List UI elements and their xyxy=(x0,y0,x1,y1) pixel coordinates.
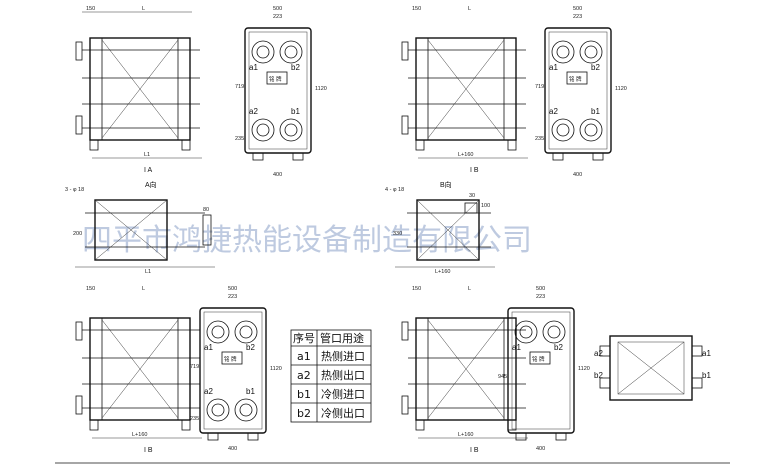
view-b-label: B向 xyxy=(440,180,452,189)
fig2-front-view: 500 223 719 1120 235 400 铭 牌 a1 a2 b1 b2 xyxy=(535,6,627,178)
fig2-side-view: 150 L L+160 I B xyxy=(401,6,528,174)
legend-row-b1-id: b1 xyxy=(297,388,311,401)
fig1-right-h: 1120 xyxy=(315,86,327,92)
fig3-port-b1: b1 xyxy=(246,387,255,396)
fig4-port-b2: b2 xyxy=(554,343,563,352)
legend-row-b2-use: 冷侧出口 xyxy=(321,406,365,420)
fig3-total-dim: L+160 xyxy=(132,432,147,438)
fig2-bottom-h: 235 xyxy=(535,136,544,142)
fig1-side-view: 150 L L1 I A xyxy=(75,6,202,174)
fig4-port-a1: a1 xyxy=(512,343,521,352)
fig1-port-a1: a1 xyxy=(249,63,258,72)
view-b-right-w: 30 xyxy=(469,193,475,199)
legend-row-a2-id: a2 xyxy=(297,369,311,382)
fig4-total-dim: L+160 xyxy=(458,432,473,438)
fig3-front-view: 500 223 719 1120 235 400 铭 牌 a1 a2 b1 b2 xyxy=(190,286,282,452)
fig3-port-a1: a1 xyxy=(204,343,213,352)
legend-header-id: 序号 xyxy=(293,331,315,345)
fig1-bottom-h: 235 xyxy=(235,136,244,142)
view-a-right-w: 80 xyxy=(203,207,209,213)
fig1-port-b1: b1 xyxy=(291,107,300,116)
fig4-left-dim: 150 xyxy=(412,286,421,292)
fig3-side-view: 150 L L+160 I B xyxy=(75,286,202,454)
fig4-caption: I B xyxy=(470,447,479,454)
fig4-bottom-w: 400 xyxy=(536,446,545,452)
fig4-left-h: 945 xyxy=(498,374,507,380)
legend-row-b1-use: 冷侧进口 xyxy=(321,388,365,401)
fig3-port-a2: a2 xyxy=(204,387,213,396)
fig4-right-h: 1120 xyxy=(578,366,590,372)
fig1-top-total: 500 xyxy=(273,6,282,12)
fig1-front-view: 500 223 719 1120 235 400 铭 牌 a1 a2 b1 b2 xyxy=(235,6,327,178)
fig2-port-b2: b2 xyxy=(591,63,600,72)
fig2-left-h: 719 xyxy=(535,84,544,90)
fig1-left-dim: 150 xyxy=(86,6,95,12)
fig4-top-total: 500 xyxy=(536,286,545,292)
fig3-bottom-w: 400 xyxy=(228,446,237,452)
end-view: a2 b2 a1 b1 xyxy=(594,335,711,401)
fig3-right-h: 1120 xyxy=(270,366,282,372)
fig2-top-total: 500 xyxy=(573,6,582,12)
fig4-width-dim: L xyxy=(468,286,471,292)
end-view-port-b2: b2 xyxy=(594,371,603,380)
fig2-total-dim: L+160 xyxy=(458,152,473,158)
fig1-port-b2: b2 xyxy=(291,63,300,72)
view-b-holes: 4 - φ 18 xyxy=(385,187,404,193)
fig2-width-dim: L xyxy=(468,6,471,12)
fig3-nameplate: 铭 牌 xyxy=(224,355,237,363)
view-a-left-h: 200 xyxy=(73,231,82,237)
fig4-nameplate: 铭 牌 xyxy=(532,355,545,363)
legend-row-a1-use: 热侧进口 xyxy=(321,350,365,363)
fig4-top-inner: 223 xyxy=(536,294,545,300)
watermark-text: 四平市鸿捷热能设备制造有限公司 xyxy=(82,223,532,258)
legend-row-a1-id: a1 xyxy=(297,350,311,363)
legend-table: 序号 管口用途 a1 热侧进口 a2 热侧出口 b1 冷侧进口 b2 冷侧出口 xyxy=(290,329,372,423)
fig1-bottom-w: 400 xyxy=(273,172,282,178)
fig3-left-h: 719 xyxy=(190,364,199,370)
fig3-left-dim: 150 xyxy=(86,286,95,292)
fig3-top-inner: 223 xyxy=(228,294,237,300)
fig2-top-inner: 223 xyxy=(573,14,582,20)
fig2-caption: I B xyxy=(470,167,479,174)
view-b-plan: B向 4 - φ 18 30 100 330 L+160 xyxy=(385,180,495,275)
fig2-nameplate: 铭 牌 xyxy=(569,75,582,83)
fig4-front-view: 500 223 945 1120 400 铭 牌 a1 b2 xyxy=(498,286,590,452)
end-view-port-b1: b1 xyxy=(702,371,711,380)
fig3-caption: I B xyxy=(144,447,153,454)
fig2-port-b1: b1 xyxy=(591,107,600,116)
fig3-width-dim: L xyxy=(142,286,145,292)
view-b-total: L+160 xyxy=(435,269,450,275)
fig3-port-b2: b2 xyxy=(246,343,255,352)
fig1-port-a2: a2 xyxy=(249,107,258,116)
fig2-port-a1: a1 xyxy=(549,63,558,72)
fig3-bottom-h: 235 xyxy=(190,416,199,422)
fig1-caption: I A xyxy=(144,167,153,174)
fig2-left-dim: 150 xyxy=(412,6,421,12)
view-b-left-h: 330 xyxy=(393,231,402,237)
fig4-side-view: 150 L L+160 I B xyxy=(401,286,528,454)
legend-row-b2-id: b2 xyxy=(297,407,311,420)
fig2-right-h: 1120 xyxy=(615,86,627,92)
view-a-plan: A向 3 - φ 18 80 200 L1 xyxy=(65,180,215,275)
fig2-bottom-w: 400 xyxy=(573,172,582,178)
fig1-nameplate: 铭 牌 xyxy=(269,75,282,83)
end-view-port-a1: a1 xyxy=(702,349,711,358)
legend-header-use: 管口用途 xyxy=(320,331,364,345)
fig1-total-dim: L1 xyxy=(144,152,150,158)
view-a-total: L1 xyxy=(145,269,151,275)
fig1-top-inner: 223 xyxy=(273,14,282,20)
view-b-right-h: 100 xyxy=(481,203,490,209)
fig2-port-a2: a2 xyxy=(549,107,558,116)
fig1-width-dim: L xyxy=(142,6,145,12)
end-view-port-a2: a2 xyxy=(594,349,603,358)
fig1-left-h: 719 xyxy=(235,84,244,90)
view-a-label: A向 xyxy=(145,180,157,189)
fig3-top-total: 500 xyxy=(228,286,237,292)
view-a-holes: 3 - φ 18 xyxy=(65,187,84,193)
legend-row-a2-use: 热侧出口 xyxy=(321,368,365,382)
